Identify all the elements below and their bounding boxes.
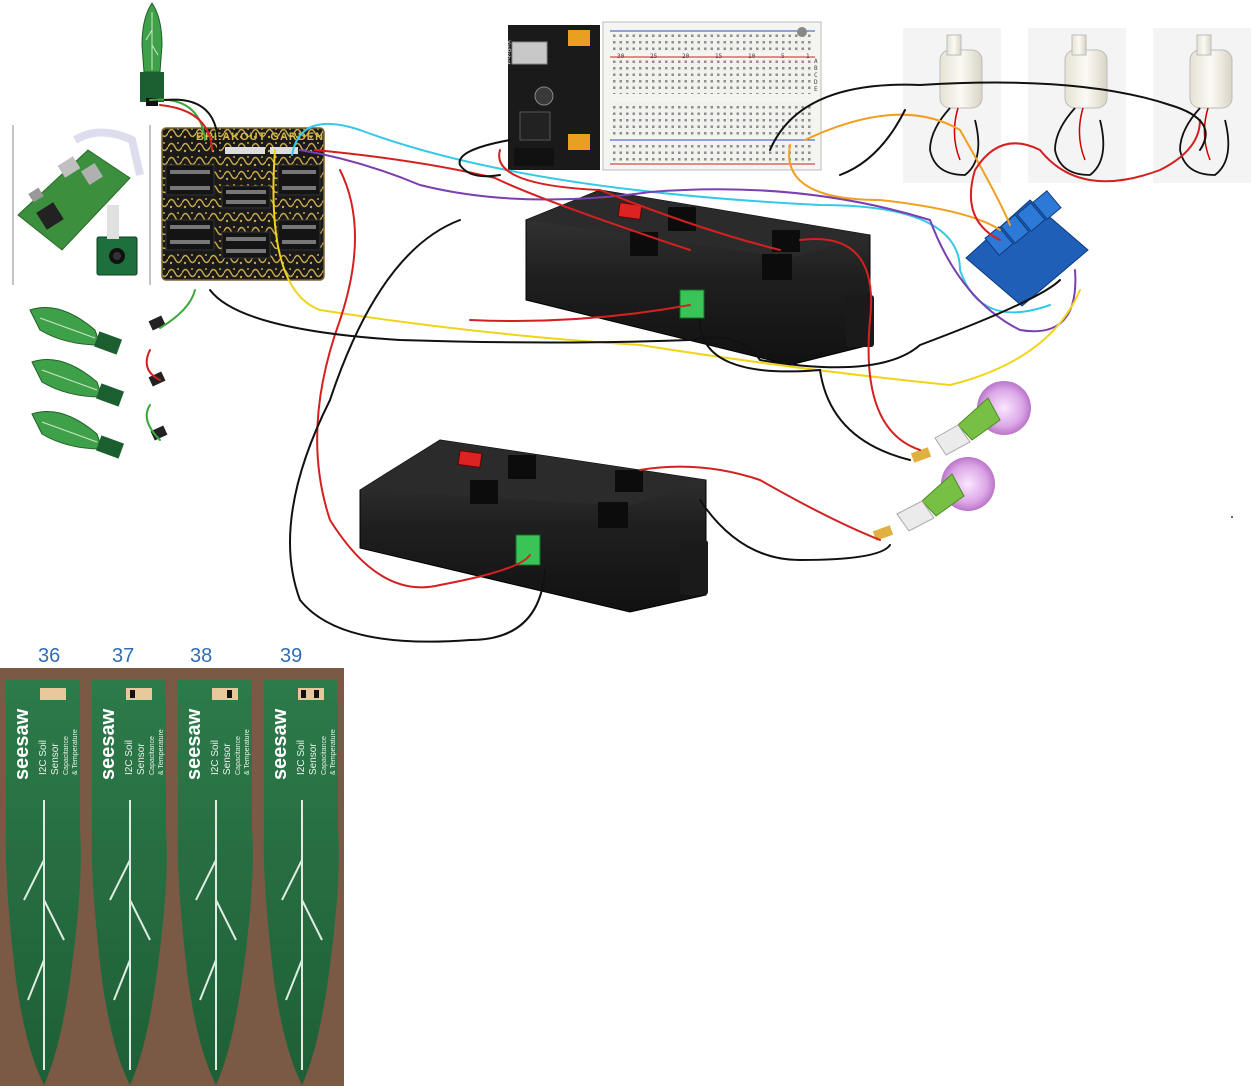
sensor-line4-38: & Temperature xyxy=(244,729,251,775)
grow-bulb-upper xyxy=(910,381,1031,463)
wire-black-2 xyxy=(769,81,1207,151)
sensor-panel-37: 37 seesaw I2C Soil Sensor Capacitance & … xyxy=(86,645,174,1086)
wire-red-sensor-1 xyxy=(159,104,213,151)
water-pump-1 xyxy=(903,28,1001,183)
sensor-line2-36: Sensor xyxy=(50,743,61,775)
bb-row-b: B xyxy=(814,65,818,72)
sensor-number-39: 39 xyxy=(280,645,302,667)
pi-camera xyxy=(96,205,138,276)
sensor-line1-36: I2C Soil xyxy=(38,740,49,775)
sensor-brand-36: seesaw xyxy=(11,708,33,780)
sensor-line4-37: & Temperature xyxy=(158,729,165,775)
sensor-brand-38: seesaw xyxy=(183,708,205,780)
sensor-line3-38: Capacitance xyxy=(235,736,242,775)
wire-black-1 xyxy=(458,139,511,178)
wire-red-1 xyxy=(314,149,691,251)
sensor-line2-39: Sensor xyxy=(308,743,319,775)
breadboard-power-module: YwRobot xyxy=(504,25,600,170)
bb-row-d: D xyxy=(814,79,818,86)
water-pump-3 xyxy=(1153,28,1251,183)
sensor-line4-39: & Temperature xyxy=(330,729,337,775)
grow-bulb-lower xyxy=(872,457,995,541)
wire-purple xyxy=(299,149,1077,333)
sensor-line3-37: Capacitance xyxy=(149,736,156,775)
sensor-line1-39: I2C Soil xyxy=(296,740,307,775)
bb-row-c: C xyxy=(814,72,818,79)
wire-black-3 xyxy=(209,279,1061,369)
raspberry-pi xyxy=(17,128,144,251)
sensor-panel-36: 36 seesaw I2C Soil Sensor Capacitance & … xyxy=(0,645,88,1086)
sensor-panel-38: 38 seesaw I2C Soil Sensor Capacitance & … xyxy=(172,645,260,1086)
sensor-line3-39: Capacitance xyxy=(321,736,328,775)
soil-sensor-top xyxy=(140,2,164,106)
bb-num-30: 30 xyxy=(617,53,625,60)
wire-black-5 xyxy=(289,219,546,643)
sensor-line2-38: Sensor xyxy=(222,743,233,775)
sensor-line1-38: I2C Soil xyxy=(210,740,221,775)
power-strip-upper xyxy=(525,189,874,366)
sensor-number-38: 38 xyxy=(190,645,212,667)
bb-num-25: 25 xyxy=(650,53,658,60)
breakout-garden-board: BREAKOUT GARDEN xyxy=(161,127,325,281)
sensor-panel-39: 39 seesaw I2C Soil Sensor Capacitance & … xyxy=(258,645,344,1086)
wire-black-7 xyxy=(839,109,906,176)
bb-row-a: A xyxy=(814,58,818,65)
soil-sensor-left-1 xyxy=(29,307,123,355)
breadboard-numbers-top: 30 25 20 15 10 5 1 xyxy=(617,53,810,60)
sensor-line2-37: Sensor xyxy=(136,743,147,775)
wire-green-2 xyxy=(159,289,196,329)
wire-red-4 xyxy=(469,304,691,322)
relay-module xyxy=(965,190,1089,307)
wire-black-4 xyxy=(699,319,911,461)
wire-black-6 xyxy=(699,499,891,562)
breakout-board-title: BREAKOUT GARDEN xyxy=(196,131,324,143)
wire-red-6 xyxy=(639,465,881,541)
breadboard-row-letters: A B C D E xyxy=(814,58,818,93)
wire-red-2 xyxy=(316,169,531,589)
bb-row-e: E xyxy=(814,86,818,93)
wire-green-1 xyxy=(149,98,206,141)
power-module-brand: YwRobot xyxy=(504,40,510,65)
bb-num-1: 1 xyxy=(806,53,810,60)
bb-num-10: 10 xyxy=(748,53,756,60)
sensor-brand-37: seesaw xyxy=(97,708,119,780)
sensor-number-36: 36 xyxy=(38,645,60,667)
wire-red-5 xyxy=(799,238,921,451)
bb-num-15: 15 xyxy=(715,53,723,60)
sensor-line1-37: I2C Soil xyxy=(124,740,135,775)
sensor-brand-39: seesaw xyxy=(269,708,291,780)
bb-num-5: 5 xyxy=(781,53,785,60)
bb-num-20: 20 xyxy=(682,53,690,60)
wire-yellow xyxy=(272,149,1081,387)
power-strip-lower xyxy=(359,439,708,613)
wires xyxy=(145,81,1207,643)
sensor-number-37: 37 xyxy=(112,645,134,667)
wire-red-sensor-2 xyxy=(145,349,161,381)
sensor-line3-36: Capacitance xyxy=(63,736,70,775)
soil-sensor-left-3 xyxy=(31,411,125,459)
water-pump-2 xyxy=(1028,28,1126,183)
breadboard: 30 25 20 15 10 5 1 A B C D E xyxy=(602,21,822,171)
socket-pins xyxy=(170,170,316,253)
sensor-line4-36: & Temperature xyxy=(72,729,79,775)
wire-green-sensor-3 xyxy=(145,404,161,441)
wire-red-3 xyxy=(498,149,781,251)
soil-sensor-left-2 xyxy=(31,359,125,407)
wire-orange-2 xyxy=(804,113,1011,226)
stray-dot xyxy=(1231,516,1233,518)
wire-black-sensor-1 xyxy=(164,98,220,151)
wire-red-7 xyxy=(969,119,1201,241)
